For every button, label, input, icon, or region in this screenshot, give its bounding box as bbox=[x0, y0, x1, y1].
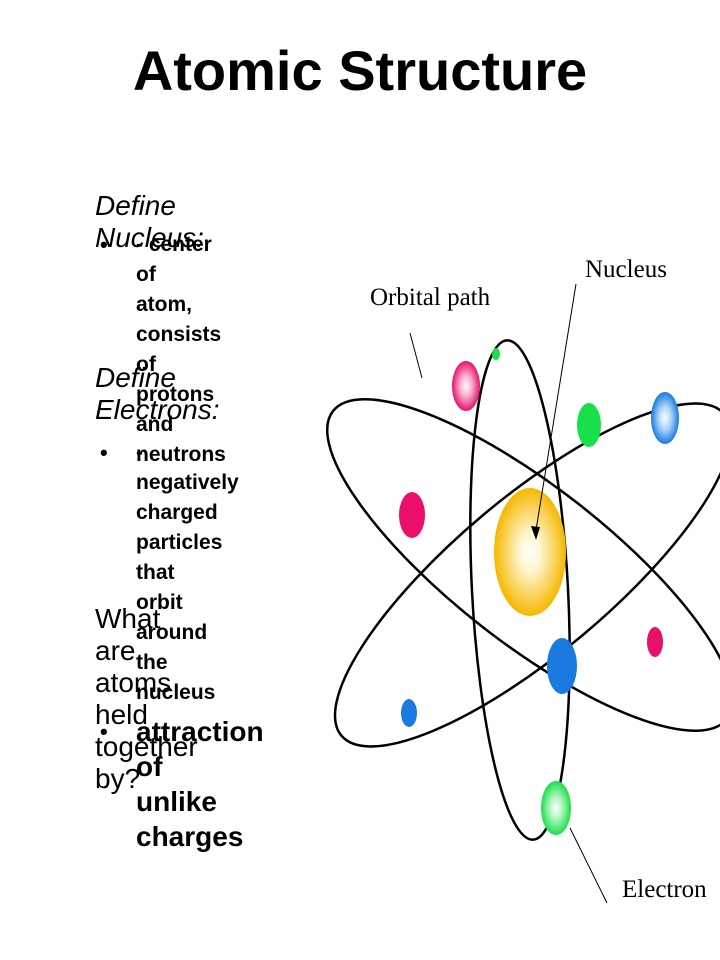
electron-green-upper bbox=[577, 403, 601, 447]
bullet-text: What are atoms held together by? bbox=[95, 603, 198, 794]
sub-bullet-dot: • bbox=[100, 719, 108, 744]
bullet-text: Define Electrons: bbox=[95, 362, 220, 425]
electron-blue-right bbox=[651, 392, 679, 444]
label-electron: Electron bbox=[622, 876, 707, 903]
label-orbital-path: Orbital path bbox=[370, 284, 491, 311]
electron-pink-right bbox=[647, 627, 663, 657]
sub-bullet-text: - center of atom, consists of protons an… bbox=[136, 233, 226, 466]
electron-blue-left bbox=[401, 699, 417, 727]
nucleus-core bbox=[494, 488, 566, 616]
leader-line-orbital-path bbox=[409, 332, 423, 379]
page-title: Atomic Structure bbox=[132, 39, 588, 102]
sub-bullet-text: - negatively charged particles that orbi… bbox=[136, 441, 239, 704]
electron-green-small bbox=[492, 348, 500, 360]
leader-arrowhead-nucleus bbox=[531, 526, 540, 540]
electron-pink-left bbox=[399, 492, 425, 538]
electron-green-bottom bbox=[541, 781, 571, 835]
orbit-ellipse-descending bbox=[325, 398, 720, 732]
bullet-text: Define Nucleus: bbox=[95, 190, 204, 253]
sub-bullet-dot: • bbox=[100, 440, 108, 465]
orbit-ellipse-vertical bbox=[469, 339, 571, 841]
leader-line-nucleus bbox=[535, 283, 577, 531]
sub-bullet-text: attraction of unlike charges bbox=[136, 716, 264, 852]
electron-pink-top bbox=[452, 361, 480, 411]
sub-bullet-dot: • bbox=[100, 232, 108, 257]
leader-line-electron bbox=[569, 827, 608, 904]
orbit-ellipse-ascending bbox=[333, 402, 720, 748]
electron-blue-center bbox=[547, 638, 577, 694]
label-nucleus: Nucleus bbox=[585, 256, 667, 283]
